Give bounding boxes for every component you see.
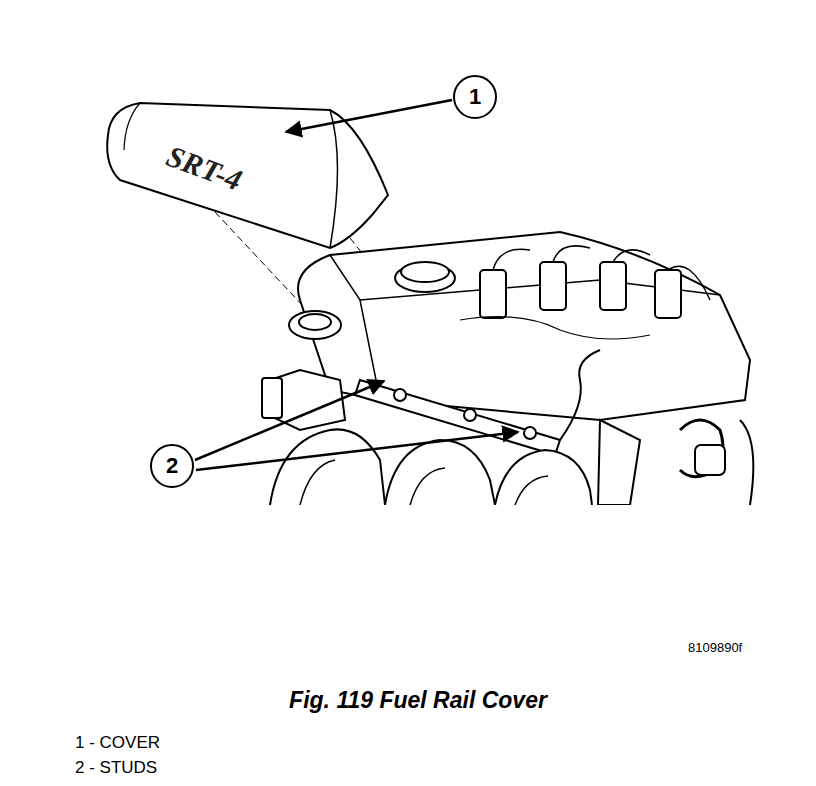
callout-circle: 1 [453, 75, 497, 119]
figure-caption: Fig. 119 Fuel Rail Cover [289, 688, 547, 713]
engine-block [560, 350, 600, 440]
engine-block [464, 409, 476, 421]
engine-block [480, 270, 506, 318]
engine-block [385, 440, 495, 505]
engine-block [540, 262, 566, 310]
fuel-rail-cover [107, 103, 388, 248]
fuel-rail-cover [330, 110, 338, 248]
engine-block [695, 445, 725, 475]
engine-block [460, 317, 650, 339]
engine-block [655, 270, 681, 318]
callout-number: 2 [166, 455, 178, 477]
engine-block [740, 420, 753, 505]
engine-block [524, 427, 536, 439]
engine-block [262, 232, 753, 505]
engine-block [299, 314, 331, 330]
engine-block [262, 378, 282, 418]
legend-entry: 2 - STUDS [75, 759, 157, 778]
fuel-rail-cover [124, 103, 140, 150]
engine-block [300, 460, 548, 505]
fuel-rail-cover [107, 103, 388, 248]
engine-block [401, 262, 449, 282]
engine-block [598, 420, 640, 505]
engine-block [394, 389, 406, 401]
callout-circle: 2 [150, 444, 194, 488]
leader-line [195, 381, 384, 460]
engine-block [289, 311, 341, 339]
engine-block [495, 450, 592, 505]
engine-block [270, 429, 385, 505]
engine-block [600, 262, 626, 310]
leader-line [286, 100, 452, 132]
leader-line [196, 432, 518, 470]
engine-block [493, 246, 710, 300]
callout-number: 1 [469, 86, 481, 108]
figure-id: 8109890f [688, 641, 742, 655]
legend-entry: 1 - COVER [75, 734, 160, 753]
leader-line [195, 100, 518, 470]
